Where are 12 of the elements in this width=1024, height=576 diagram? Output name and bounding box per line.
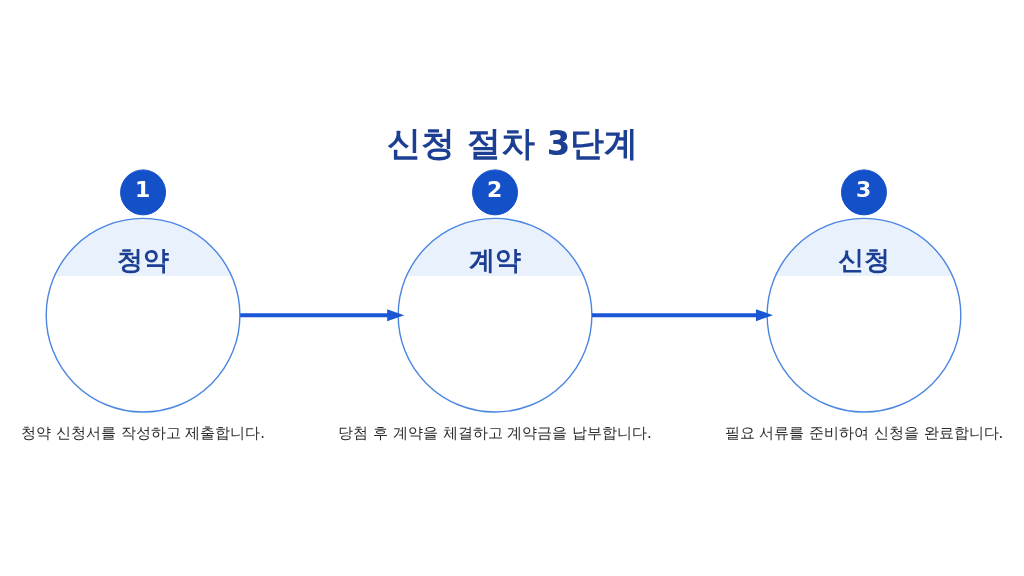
node-circle: 청약 xyxy=(45,217,241,413)
arrow xyxy=(240,308,405,321)
node-circle: 1 xyxy=(120,168,166,215)
node-circle: 신청 xyxy=(766,217,962,413)
node-label: 청약 신청서를 작성하고 제출합니다. xyxy=(21,423,266,442)
node-circle: 3 xyxy=(841,168,887,215)
node-circle: 2 xyxy=(472,168,518,215)
node-label: 당첨 후 계약을 체결하고 계약금을 납부합니다. xyxy=(338,423,652,442)
diagram-title: 신청 절차 3단계 xyxy=(387,122,639,163)
node-circle: 계약 xyxy=(397,217,593,413)
arrow xyxy=(591,308,773,321)
node-label: 필요 서류를 준비하여 신청을 완료합니다. xyxy=(724,423,1004,442)
